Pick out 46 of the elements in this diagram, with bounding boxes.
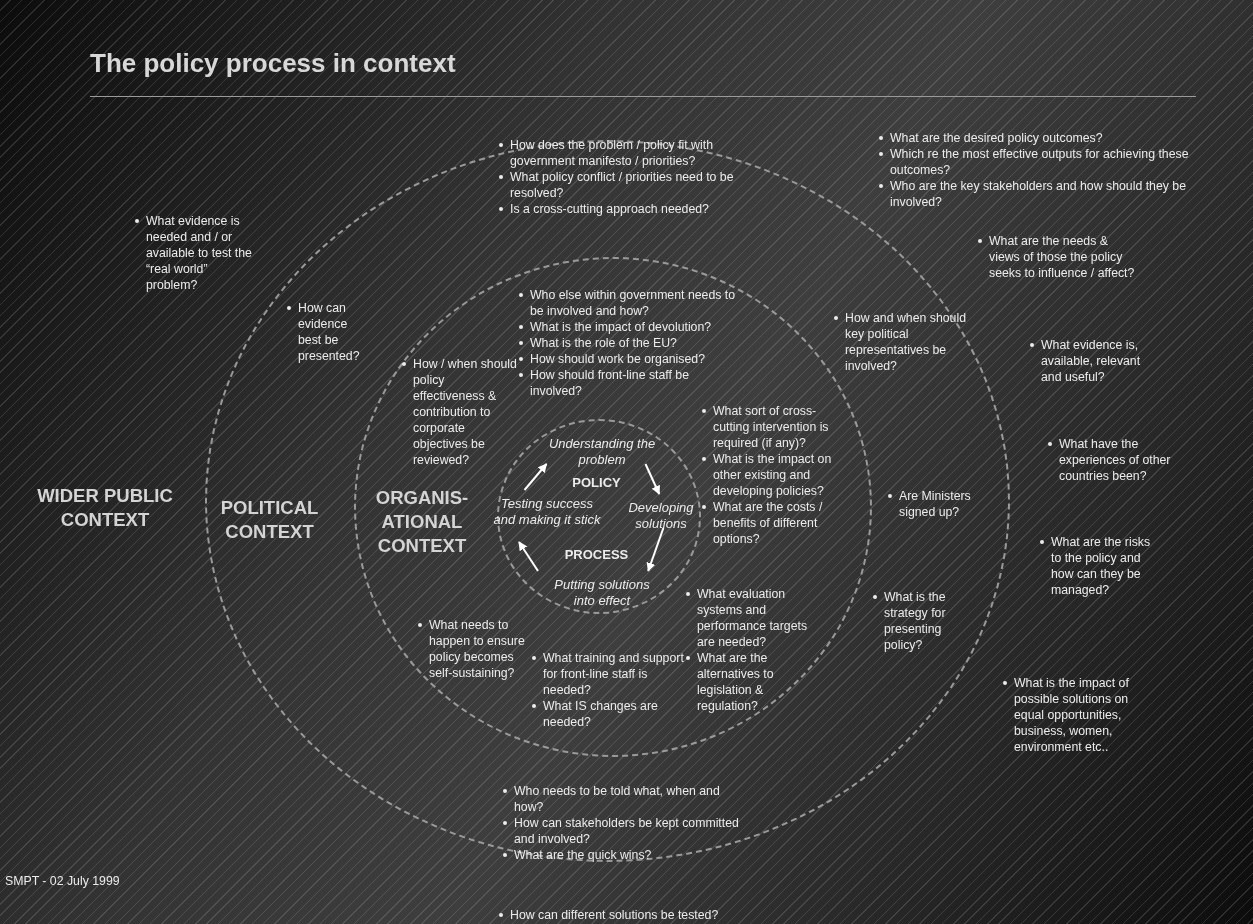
policy-label: POLICY — [571, 475, 622, 490]
question-text: Who needs to be told what, when and how? — [501, 783, 746, 815]
question-text: How should front-line staff be involved? — [517, 367, 742, 399]
question-text: How should work be organised? — [517, 351, 742, 367]
question-text: Is a cross-cutting approach needed? — [497, 201, 752, 217]
question-text: What evidence is, available, relevant and useful? — [1028, 337, 1163, 385]
question-text: What are the quick wins? — [501, 847, 746, 863]
arrow — [644, 463, 661, 495]
stage-label: Putting solutions into effect — [544, 577, 660, 611]
question-text: What evaluation systems and performance targets are needed? — [684, 586, 822, 650]
question-text: What are the costs / benefits of different options? — [700, 499, 852, 547]
question-text: What evidence is needed and / or available to test the “real world” problem? — [133, 213, 258, 293]
question-text: What are the needs & views of those the policy seeks to influence / affect? — [976, 233, 1141, 281]
question-text: What is the impact on other existing and developing policies? — [700, 451, 852, 499]
question-text: Who else within government needs to be involved and how? — [517, 287, 742, 319]
question-text: What have the experiences of other countries been? — [1046, 436, 1171, 484]
stage-label: Testing success and making it stick — [492, 496, 602, 548]
context-label: POLITICAL CONTEXT — [219, 496, 320, 544]
question-text: What sort of cross-cutting intervention is required (if any)? — [700, 403, 852, 451]
question-text: How can different solutions be tested? — [497, 907, 827, 923]
arrow — [518, 541, 539, 572]
process-label: PROCESS — [563, 547, 630, 562]
arrow — [646, 527, 665, 572]
context-label: ORGANIS- ATIONAL CONTEXT — [374, 486, 470, 558]
stage-label: Understanding the problem — [547, 436, 657, 470]
question-text: How can evidence best be presented? — [285, 300, 367, 364]
question-text: How / when should policy effectiveness & contribution to corporate objectives be reviewed? — [400, 356, 518, 468]
title: The policy process in context — [90, 48, 456, 79]
question-text: What are the risks to the policy and how can they be managed? — [1038, 534, 1160, 598]
stage-label: Developing solutions — [619, 500, 703, 534]
question-text: What is the impact of possible solutions on equal opportunities, business, women, environment etc.. — [1001, 675, 1141, 755]
question-text: Which re the most effective outputs for achieving these outcomes? — [877, 146, 1202, 178]
question-text: What is the impact of devolution? — [517, 319, 742, 335]
question-text: How can stakeholders be kept committed and involved? — [501, 815, 746, 847]
question-text: What are the desired policy outcomes? — [877, 130, 1202, 146]
question-text: Who are the key stakeholders and how should they be involved? — [877, 178, 1202, 210]
footer-note: SMPT - 02 July 1999 — [5, 873, 121, 889]
question-text: How does the problem / policy fit with government manifesto / priorities? — [497, 137, 752, 169]
question-text: What is the strategy for presenting policy? — [871, 589, 969, 653]
arrow — [523, 463, 548, 491]
question-text: How and when should key political representatives be involved? — [832, 310, 980, 374]
question-text: What policy conflict / priorities need to be resolved? — [497, 169, 752, 201]
context-label: WIDER PUBLIC CONTEXT — [36, 484, 174, 532]
question-text: What is the role of the EU? — [517, 335, 742, 351]
question-text: Are Ministers signed up? — [886, 488, 996, 520]
question-text: What needs to happen to ensure policy becomes self-sustaining? — [416, 617, 528, 681]
